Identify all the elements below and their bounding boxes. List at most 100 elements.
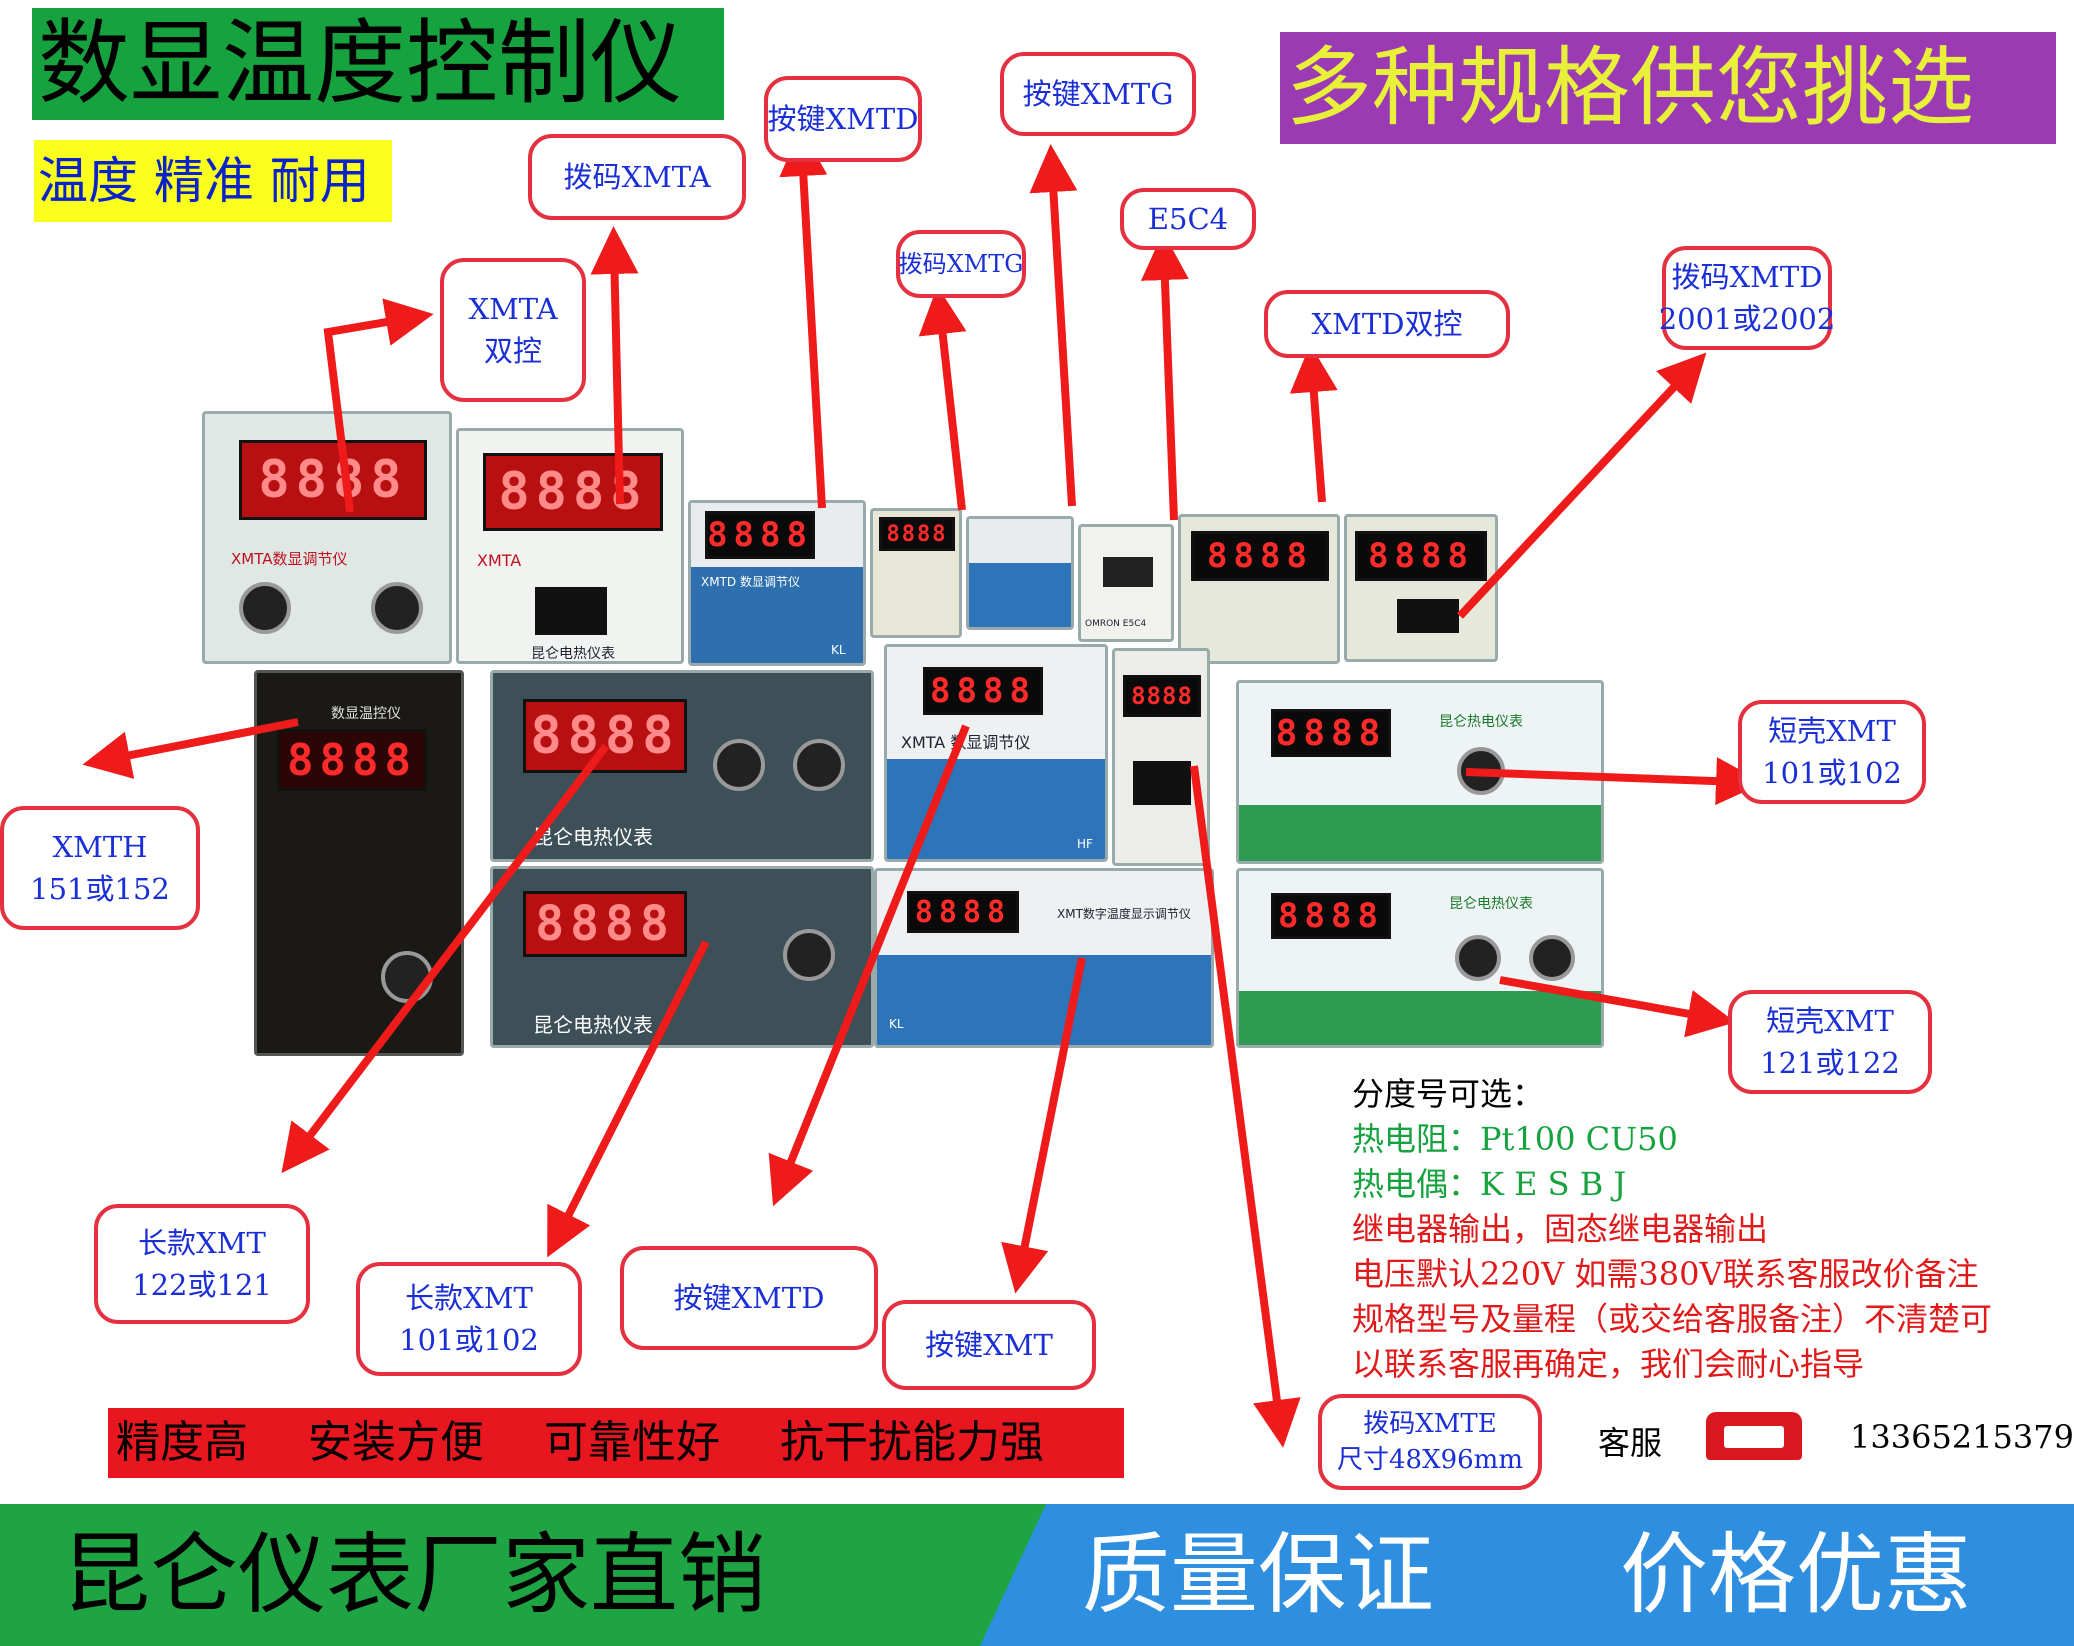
callout-short-101: 短壳XMT 101或102 (1738, 700, 1926, 804)
specs-note-1: 规格型号及量程（或交给客服备注）不清楚可 (1352, 1300, 1993, 1338)
options-banner: 多种规格供您挑选 (1280, 32, 2056, 144)
device-xmta-dual: 8888 XMTA数显调节仪 (202, 411, 452, 664)
device-e5c4: OMRON E5C4 (1078, 524, 1174, 642)
arrow (1465, 757, 1764, 806)
callout-xmta-dual: XMTA 双控 (440, 258, 586, 402)
feature-item: 抗干扰能力强 (780, 1417, 1044, 1468)
arrow (590, 226, 639, 505)
footer-right-text: 价格优惠 (1620, 1523, 1973, 1626)
arrow (281, 743, 610, 1174)
dip-switch-icon (1103, 557, 1153, 587)
omron-label: OMRON E5C4 (1085, 619, 1147, 629)
callout-key-xmtg: 按键XMTG (1000, 52, 1196, 136)
specs-voltage: 电压默认220V 如需380V联系客服改价备注 (1352, 1255, 1979, 1293)
arrow (323, 298, 434, 513)
display: 8888 (705, 511, 815, 559)
display: 8888 (1123, 675, 1201, 717)
knob-icon (1455, 935, 1501, 981)
brand-label: 昆仑电热仪表 (531, 646, 615, 662)
knob-icon (783, 929, 835, 981)
display: 8888 (907, 891, 1019, 933)
knob-icon (713, 739, 765, 791)
page-title: 数显温度控制仪 (32, 8, 724, 120)
device-short-xmt-121: 8888 昆仑电热仪表 (1236, 868, 1604, 1048)
device-xmtd-dual: 8888 (1178, 514, 1340, 664)
footer-mid-text: 质量保证 (1082, 1523, 1435, 1626)
feature-item: 精度高 (116, 1417, 248, 1468)
dip-switch-icon (535, 587, 607, 635)
display: 8888 (523, 891, 687, 957)
knob-icon (1529, 935, 1575, 981)
arrow (918, 286, 967, 511)
display: 8888 (239, 440, 427, 520)
specs-relay: 继电器输出，固态继电器输出 (1352, 1210, 1769, 1248)
footer-blue-band (980, 1504, 2074, 1646)
device-xmtd-key: 8888 XMTD 数显调节仪 KL (688, 500, 866, 666)
arrow (1499, 976, 1736, 1038)
callout-long-122: 长款XMT 122或121 (94, 1204, 310, 1324)
knob-icon (371, 582, 423, 634)
display: 8888 (523, 699, 687, 773)
callout-dip-xmtg: 拨码XMTG (896, 230, 1026, 298)
callout-long-101: 长款XMT 101或102 (356, 1262, 582, 1376)
arrow (1001, 957, 1086, 1294)
display: 8888 (1355, 531, 1487, 581)
callout-e5c4: E5C4 (1120, 188, 1256, 250)
kl-label: KL (831, 643, 846, 657)
display: 8888 (1191, 531, 1329, 581)
device-xmta-key: 8888 XMTA 数显调节仪 HF (884, 644, 1108, 862)
arrow (1140, 232, 1189, 521)
feature-item: 安装方便 (308, 1417, 484, 1468)
display: 8888 (879, 517, 955, 551)
device-xmtd-dip: 8888 (1344, 514, 1498, 662)
device-label: XMTA数显调节仪 (231, 550, 348, 568)
display: 8888 (483, 453, 663, 531)
display: 8888 (1271, 709, 1391, 757)
arrow (779, 128, 828, 509)
device-xmtg-dip: 8888 (870, 508, 962, 638)
device-long-xmt-101: 8888 昆仑电热仪表 (490, 866, 874, 1048)
contact-label: 客服 (1598, 1424, 1663, 1462)
specs-note-2: 以联系客服再确定，我们会耐心指导 (1352, 1345, 1865, 1383)
arrow (1457, 352, 1707, 619)
device-collage: 8888 XMTA数显调节仪 8888 XMTA 昆仑电热仪表 8888 XMT… (200, 408, 1610, 1056)
device-xmth: 数显温控仪 8888 (254, 670, 464, 1056)
dip-switch-icon (1397, 599, 1459, 633)
arrow (82, 718, 299, 779)
device-label: 数显温控仪 (331, 706, 401, 722)
feature-strip: 精度高 安装方便 可靠性好 抗干扰能力强 (108, 1408, 1124, 1478)
brand-label: 昆仑电热仪表 (533, 825, 653, 849)
device-label: XMT数字温度显示调节仪 (1057, 907, 1191, 921)
dip-switch-icon (1133, 761, 1191, 805)
arrow (1029, 144, 1078, 507)
specs-rtd: 热电阻：Pt100 CU50 (1352, 1120, 1678, 1158)
device-brand: XMTA (477, 551, 522, 570)
device-xmtg-key (966, 516, 1074, 630)
hf-label: HF (1077, 837, 1093, 851)
callout-dip-xmta: 拨码XMTA (528, 134, 746, 220)
knob-icon (239, 582, 291, 634)
specs-block: 分度号可选： 热电阻：Pt100 CU50 热电偶：K E S B J 继电器输… (1352, 1072, 1992, 1387)
device-xmta-dip: 8888 XMTA 昆仑电热仪表 (456, 428, 684, 664)
footer-green-band (0, 1504, 1046, 1646)
contact-phone: 13365215379 (1850, 1418, 2074, 1456)
callout-key-xmtd-top: 按键XMTD (764, 76, 922, 162)
arrow (1190, 765, 1301, 1448)
device-long-xmt-122: 8888 昆仑电热仪表 (490, 670, 874, 862)
device-label: XMTA 数显调节仪 (901, 733, 1031, 752)
brand-label: 昆仑电热仪表 (533, 1013, 653, 1037)
specs-heading: 分度号可选： (1352, 1075, 1545, 1113)
device-label: XMTD 数显调节仪 (701, 575, 800, 589)
footer-left-text: 昆仑仪表厂家直销 (62, 1523, 767, 1626)
arrow (768, 724, 970, 1207)
callout-key-xmtd-bottom: 按键XMTD (620, 1246, 878, 1350)
brand-label: 昆仑热电仪表 (1439, 714, 1523, 730)
device-xmte: 8888 (1112, 648, 1210, 866)
subtitle-badge: 温度 精准 耐用 (34, 140, 392, 222)
display: 8888 (277, 729, 427, 791)
display: 8888 (1271, 893, 1391, 939)
feature-item: 可靠性好 (544, 1417, 720, 1468)
kl-label: KL (889, 1017, 904, 1031)
phone-icon (1706, 1412, 1802, 1460)
